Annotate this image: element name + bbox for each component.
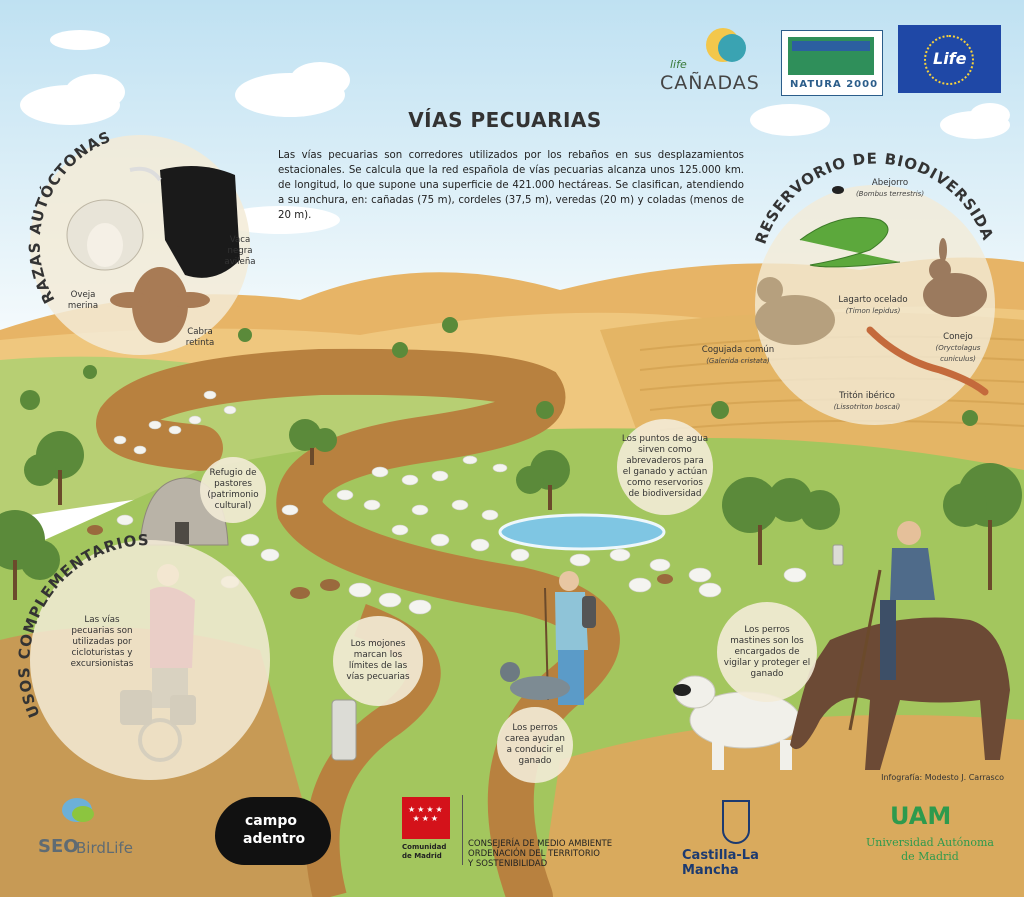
clouds [20, 30, 1010, 234]
field-foreground-right [540, 715, 1024, 897]
goat-head-icon [110, 267, 210, 343]
bumblebee-icon [832, 186, 844, 194]
callout-refugio: Refugio de pastores (patrimonio cultural… [207, 468, 259, 511]
bubble-refugio [200, 457, 266, 523]
rabbit-icon [923, 238, 987, 317]
cattle-path [96, 348, 620, 897]
bubble-biodiversidad [755, 185, 995, 425]
goats [87, 525, 673, 599]
bubble-agua [617, 419, 713, 515]
boundary-stones [331, 544, 844, 761]
bull-head-icon [129, 166, 240, 278]
label-triton: Tritón ibérico(Lissotriton boscai) [833, 391, 901, 411]
bubble-mojones [333, 616, 423, 706]
intro-paragraph: Las vías pecuarias son corredores utiliz… [278, 150, 744, 221]
label-vaca: Vaca negra avileña [224, 235, 256, 267]
newt-icon [866, 326, 989, 396]
mastin-dog [673, 675, 801, 770]
callout-carea: Los perros carea ayudan a conducir el ga… [505, 723, 565, 766]
seo-birdlife-logo: SEO BirdLife [38, 796, 138, 866]
comunidad-madrid-logo: ★★★★ ★★★ Comunidad de Madrid CONSEJERÍA … [402, 795, 632, 869]
carea-dog [500, 662, 570, 700]
label-abejorro: Abejorro(Bombus terrestris) [855, 178, 925, 198]
lizard-icon [799, 217, 901, 268]
label-conejo: Conejo(Oryctolagus cuniculus) [935, 332, 981, 363]
callout-agua: Los puntos de agua sirven como abrevader… [621, 434, 709, 499]
uam-logo: UAM Universidad Autónoma de Madrid [866, 802, 994, 863]
callout-mojones: Los mojones marcan los límites de las ví… [346, 639, 410, 682]
label-lagarto: Lagarto ocelado(Timon lepidus) [838, 295, 908, 315]
label-cogujada: Cogujada común(Galerida cristata) [701, 345, 775, 365]
bubble-carea [497, 707, 573, 783]
trees [0, 317, 1022, 600]
water-pond [498, 513, 666, 551]
page-title: VÍAS PECUARIAS [408, 108, 602, 132]
sheep-head-icon [66, 199, 144, 271]
callout-usos: Las vías pecuarias son utilizadas por ci… [70, 614, 134, 669]
sheep-flock [113, 390, 807, 615]
label-oveja: Oveja merina [67, 290, 99, 311]
label-cabra: Cabra retinta [185, 327, 215, 348]
castilla-la-mancha-logo: Castilla-La Mancha [682, 796, 798, 878]
bubble-mastines [717, 602, 817, 702]
horse-rider [790, 521, 1010, 770]
life-canadas-logo: life CAÑADAS [658, 28, 764, 96]
campo-adentro-logo: campo adentro [215, 797, 331, 865]
illustration-credit: Infografía: Modesto J. Carrasco [881, 773, 1004, 782]
natura-2000-logo: NATURA 2000 [781, 30, 883, 96]
bubble-usos [30, 540, 270, 780]
callout-mastines: Los perros mastines son los encargados d… [723, 624, 811, 679]
bird-lark-icon [755, 277, 835, 345]
eu-life-logo: Life [898, 25, 1001, 93]
